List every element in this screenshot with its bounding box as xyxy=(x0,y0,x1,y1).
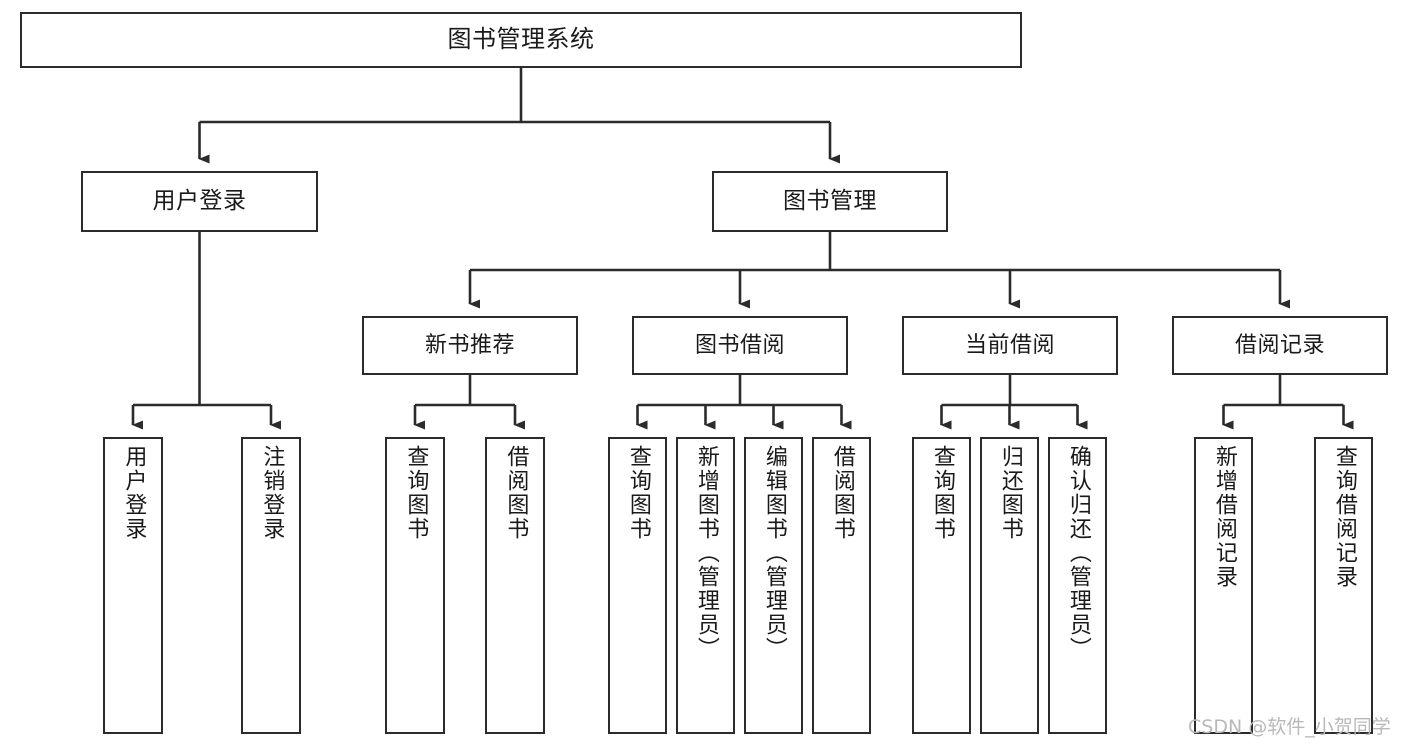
node-label: 归还图书 xyxy=(997,445,1023,541)
node-leaf-borrow-book-rec[interactable]: 借阅图书 xyxy=(485,437,545,734)
node-label: 新增图书（管理员） xyxy=(693,445,719,661)
node-root[interactable]: 图书管理系统 xyxy=(20,12,1022,68)
node-borrow-record[interactable]: 借阅记录 xyxy=(1172,316,1388,375)
node-leaf-query-book-borrow[interactable]: 查询图书 xyxy=(608,437,667,734)
node-leaf-query-book-current[interactable]: 查询图书 xyxy=(912,437,971,734)
node-label: 图书管理系统 xyxy=(447,25,595,54)
node-label: 查询图书 xyxy=(929,445,955,541)
node-leaf-add-book[interactable]: 新增图书（管理员） xyxy=(676,437,735,734)
node-leaf-user-logout[interactable]: 注销登录 xyxy=(241,437,301,734)
node-current-borrow[interactable]: 当前借阅 xyxy=(902,316,1118,375)
node-label: 新书推荐 xyxy=(424,332,515,358)
watermark-label: CSDN @软件_小贺同学 xyxy=(1188,716,1391,738)
node-label: 查询图书 xyxy=(625,445,651,541)
node-leaf-edit-book[interactable]: 编辑图书（管理员） xyxy=(744,437,803,734)
node-new-book-recommend[interactable]: 新书推荐 xyxy=(362,316,578,375)
node-label: 查询借阅记录 xyxy=(1331,445,1357,589)
node-book-manage[interactable]: 图书管理 xyxy=(712,171,948,232)
node-label: 借阅图书 xyxy=(829,445,855,541)
node-leaf-borrow-book[interactable]: 借阅图书 xyxy=(812,437,871,734)
node-label: 用户登录 xyxy=(121,445,147,541)
node-label: 新增借阅记录 xyxy=(1211,445,1237,589)
node-label: 编辑图书（管理员） xyxy=(761,445,787,661)
node-book-borrow[interactable]: 图书借阅 xyxy=(632,316,848,375)
node-label: 当前借阅 xyxy=(964,332,1055,358)
node-leaf-user-login[interactable]: 用户登录 xyxy=(103,437,163,734)
node-leaf-query-borrow-record[interactable]: 查询借阅记录 xyxy=(1314,437,1373,734)
node-leaf-add-borrow-record[interactable]: 新增借阅记录 xyxy=(1194,437,1253,734)
node-user-login[interactable]: 用户登录 xyxy=(81,171,318,232)
node-leaf-confirm-return[interactable]: 确认归还（管理员） xyxy=(1048,437,1107,734)
node-leaf-return-book[interactable]: 归还图书 xyxy=(980,437,1039,734)
node-label: 借阅图书 xyxy=(503,445,529,541)
node-label: 查询图书 xyxy=(403,445,429,541)
node-leaf-query-book-rec[interactable]: 查询图书 xyxy=(385,437,445,734)
node-label: 借阅记录 xyxy=(1234,332,1325,358)
node-label: 图书借阅 xyxy=(694,332,785,358)
node-label: 注销登录 xyxy=(259,445,285,541)
node-label: 用户登录 xyxy=(152,188,247,215)
node-label: 图书管理 xyxy=(783,188,877,215)
node-label: 确认归还（管理员） xyxy=(1065,445,1091,661)
